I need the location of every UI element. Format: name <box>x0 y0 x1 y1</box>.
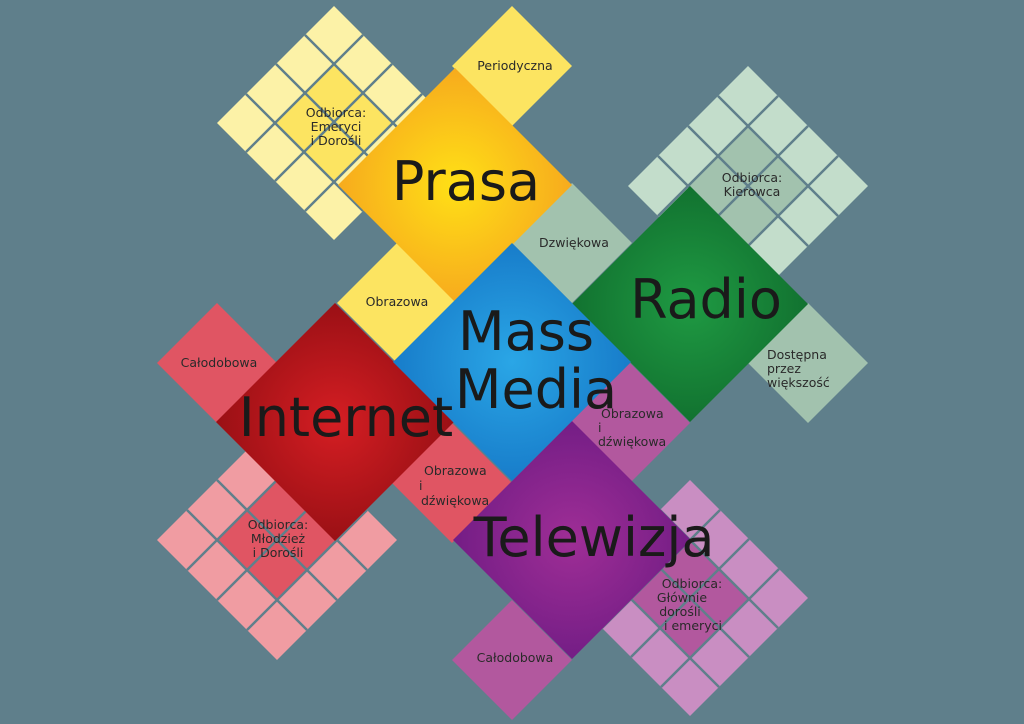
telewizja-title: Telewizja <box>473 506 715 569</box>
telewizja-attribute-label: Całodobowa <box>477 650 554 665</box>
telewizja-audience-line2: Głównie <box>657 590 708 605</box>
radio-title: Radio <box>630 268 782 331</box>
internet-audience-line3: i Dorośli <box>253 545 304 560</box>
internet-title: Internet <box>239 386 453 449</box>
radio-audience-line1: Odbiorca: <box>722 170 782 185</box>
mass-media-center-diamond <box>393 243 631 481</box>
link-radio-telewizja-line2: i <box>598 420 601 435</box>
telewizja-audience-label: Odbiorca: Głównie dorośli i emeryci <box>657 576 722 633</box>
radio-attribute-line1: Dostępna <box>767 347 827 362</box>
link-internet-telewizja-line3: dźwiękowa <box>421 493 489 508</box>
telewizja-audience-line1: Odbiorca: <box>662 576 722 591</box>
link-radio-telewizja-line1: Obrazowa <box>601 406 664 421</box>
link-radio-telewizja-label: Obrazowa i dźwiękowa <box>598 406 666 449</box>
internet-attribute-label: Całodobowa <box>181 355 258 370</box>
prasa-attribute-label: Periodyczna <box>477 58 552 73</box>
internet-audience-label: Odbiorca: Młodzież i Dorośli <box>248 517 308 560</box>
prasa-title: Prasa <box>392 150 540 213</box>
link-internet-telewizja-label: Obrazowa i dźwiękowa <box>419 463 489 508</box>
prasa-audience-label: Odbiorca: Emeryci i Dorośli <box>306 105 366 148</box>
prasa-diamond <box>338 68 572 302</box>
link-radio-telewizja-line3: dźwiękowa <box>598 434 666 449</box>
telewizja-attribute-diamond <box>452 600 572 720</box>
prasa-audience-line3: i Dorośli <box>311 133 362 148</box>
link-internet-telewizja-line2: i <box>419 478 422 493</box>
mass-media-title-line1: Mass <box>458 300 594 363</box>
telewizja-audience-line4: i emeryci <box>664 618 722 633</box>
internet-audience-line2: Młodzież <box>251 531 306 546</box>
prasa-audience-line2: Emeryci <box>311 119 362 134</box>
radio-diamond <box>572 186 808 422</box>
link-prasa-radio-label: Dzwiękowa <box>539 235 609 250</box>
radio-audience-label: Odbiorca: Kierowca <box>722 170 782 199</box>
radio-attribute-label: Dostępna przez większość <box>767 347 830 390</box>
mass-media-title-line2: Media <box>455 358 617 421</box>
radio-attribute-line3: większość <box>767 375 830 390</box>
link-internet-telewizja-line1: Obrazowa <box>424 463 487 478</box>
telewizja-audience-line3: dorośli <box>659 604 701 619</box>
radio-attribute-line2: przez <box>767 361 801 376</box>
radio-audience-line2: Kierowca <box>724 184 781 199</box>
prasa-audience-line1: Odbiorca: <box>306 105 366 120</box>
link-prasa-internet-label: Obrazowa <box>366 294 429 309</box>
internet-audience-line1: Odbiorca: <box>248 517 308 532</box>
